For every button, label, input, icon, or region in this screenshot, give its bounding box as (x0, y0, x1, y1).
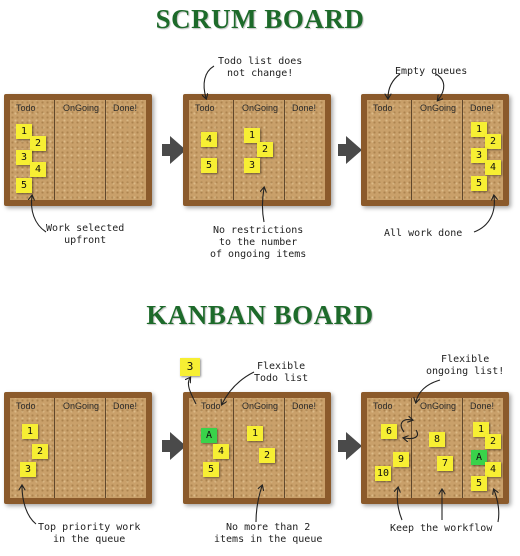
sticky-note: 3 (244, 158, 260, 173)
sticky-note: 4 (485, 462, 501, 477)
column-label-done: Done! (113, 401, 138, 411)
column-divider (54, 398, 55, 498)
kanban-board-3: Todo OnGoing Done! 6 9 10 8 7 1 2 A 4 5 (361, 392, 509, 504)
column-divider (284, 100, 285, 200)
column-label-ongoing: OnGoing (242, 401, 279, 411)
column-divider (233, 100, 234, 200)
column-label-ongoing: OnGoing (63, 401, 100, 411)
column-divider (411, 100, 412, 200)
sticky-note: 4 (485, 160, 501, 175)
sticky-note: 4 (30, 162, 46, 177)
column-divider (105, 398, 106, 498)
transition-arrow (162, 432, 186, 460)
kanban-board-2: Todo OnGoing Done! A 4 5 1 2 (183, 392, 331, 504)
sticky-note: 1 (247, 426, 263, 441)
sticky-note: 1 (471, 122, 487, 137)
sticky-note: 5 (203, 462, 219, 477)
sticky-note: 5 (471, 176, 487, 191)
sticky-note: 1 (22, 424, 38, 439)
sticky-note-highlighted: A (471, 450, 487, 465)
sticky-note: 10 (375, 466, 391, 481)
column-label-todo: Todo (373, 401, 393, 411)
sticky-note: 5 (201, 158, 217, 173)
column-label-todo: Todo (16, 401, 36, 411)
column-divider (105, 100, 106, 200)
sticky-note: 3 (471, 148, 487, 163)
sticky-note: 1 (16, 124, 32, 139)
column-label-done: Done! (292, 103, 317, 113)
sticky-note: 7 (437, 456, 453, 471)
sticky-note: 9 (393, 452, 409, 467)
sticky-note: 3 (20, 462, 36, 477)
sticky-note: 2 (259, 448, 275, 463)
column-label-todo: Todo (195, 103, 215, 113)
scrum-board-2: Todo OnGoing Done! 4 5 1 2 3 (183, 94, 331, 206)
column-divider (462, 398, 463, 498)
transition-arrow (162, 136, 186, 164)
column-label-done: Done! (470, 103, 495, 113)
kanban-board-title: KANBAN BOARD (146, 300, 374, 330)
sticky-note: 5 (16, 178, 32, 193)
column-label-done: Done! (113, 103, 138, 113)
caption-empty-queues: Empty queues (395, 66, 468, 77)
column-label-ongoing: OnGoing (242, 103, 279, 113)
sticky-note: 2 (485, 434, 501, 449)
sticky-note-highlighted: A (201, 428, 217, 443)
column-divider (233, 398, 234, 498)
column-label-done: Done! (292, 401, 317, 411)
sticky-note: 2 (32, 444, 48, 459)
column-label-ongoing: OnGoing (420, 103, 457, 113)
column-label-todo: Todo (373, 103, 393, 113)
sticky-note: 1 (244, 128, 260, 143)
sticky-note: 2 (30, 136, 46, 151)
sticky-note: 2 (485, 134, 501, 149)
column-divider (411, 398, 412, 498)
caption-keep-workflow: Keep the workflow (390, 523, 493, 534)
column-label-ongoing: OnGoing (420, 401, 457, 411)
sticky-note: 8 (429, 432, 445, 447)
transition-arrow (338, 432, 362, 460)
sticky-note: 1 (473, 422, 489, 437)
sticky-note-pulled: 3 (180, 358, 200, 376)
scrum-board-3: Todo OnGoing Done! 1 2 3 4 5 (361, 94, 509, 206)
sticky-note: 2 (257, 142, 273, 157)
column-label-todo: Todo (16, 103, 36, 113)
kanban-board-1: Todo OnGoing Done! 1 2 3 (4, 392, 152, 504)
column-divider (54, 100, 55, 200)
scrum-board-title: SCRUM BOARD (155, 4, 365, 34)
sticky-note: 5 (471, 476, 487, 491)
sticky-note: 4 (213, 444, 229, 459)
column-label-ongoing: OnGoing (63, 103, 100, 113)
scrum-board-1: Todo OnGoing Done! 1 2 3 4 5 (4, 94, 152, 206)
caption-all-work-done: All work done (384, 228, 463, 239)
column-divider (462, 100, 463, 200)
sticky-note: 4 (201, 132, 217, 147)
transition-arrow (338, 136, 362, 164)
column-divider (284, 398, 285, 498)
column-label-done: Done! (470, 401, 495, 411)
column-label-todo: Todo (201, 401, 221, 411)
sticky-note: 3 (16, 150, 32, 165)
sticky-note: 6 (381, 424, 397, 439)
